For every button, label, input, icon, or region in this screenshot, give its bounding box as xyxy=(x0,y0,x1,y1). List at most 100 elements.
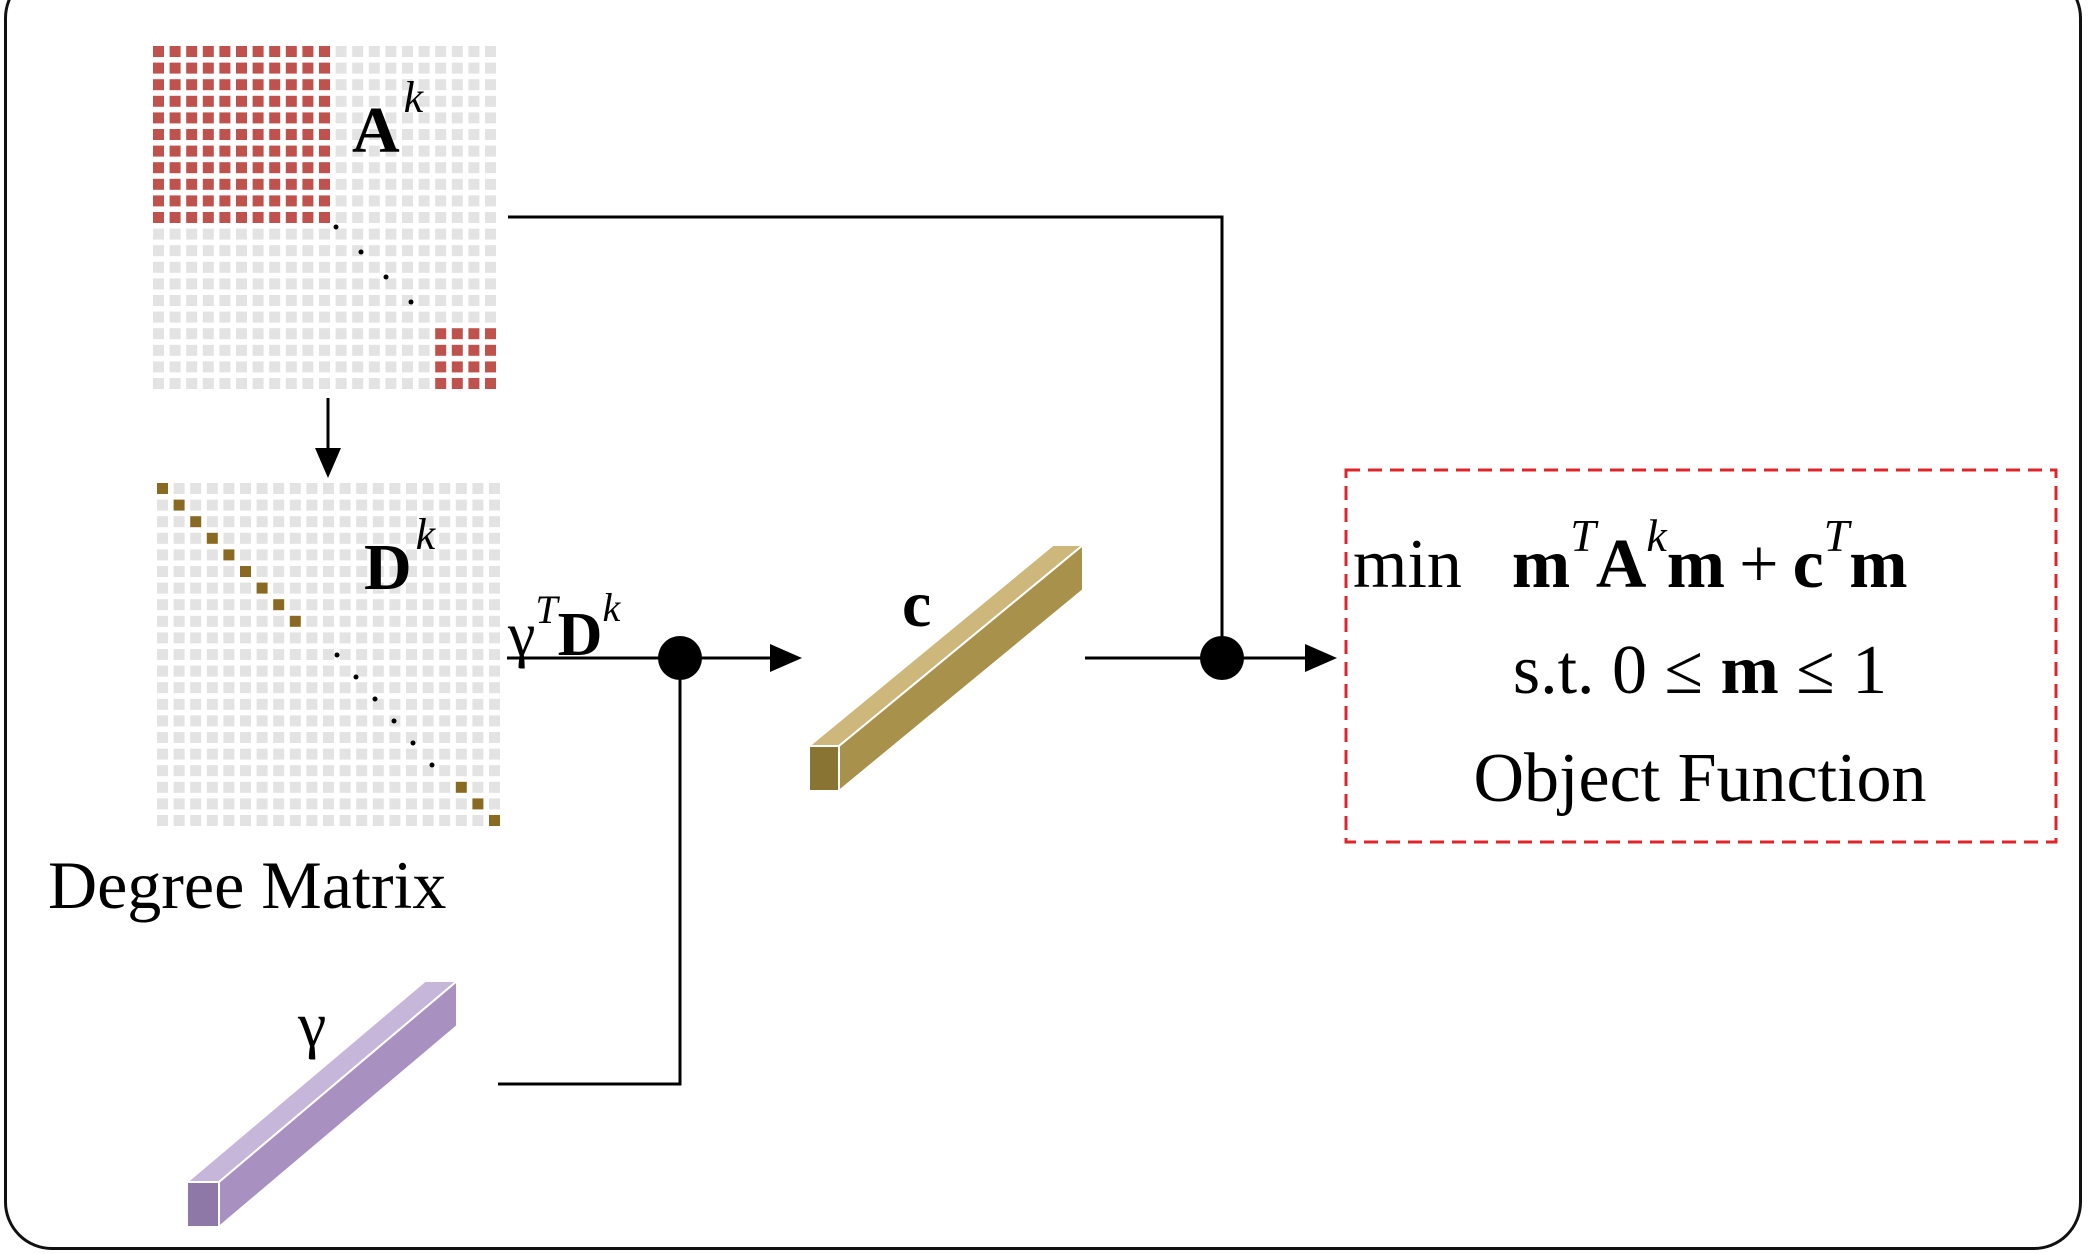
matrix-a-block-cell xyxy=(285,46,297,57)
matrix-a-cell xyxy=(418,278,430,290)
matrix-d-cell xyxy=(339,615,351,627)
matrix-d-cell xyxy=(406,483,417,494)
matrix-d-cell xyxy=(273,516,285,528)
matrix-d-cell xyxy=(256,649,268,660)
matrix-a-cell xyxy=(335,95,347,107)
matrix-d-cell xyxy=(356,483,368,494)
matrix-a-cell xyxy=(485,261,496,273)
matrix-d-cell xyxy=(422,615,434,627)
matrix-a-cell xyxy=(368,129,380,140)
matrix-a-cell xyxy=(302,361,314,373)
matrix-d-cell xyxy=(223,698,235,710)
matrix-d-cell xyxy=(372,516,384,528)
matrix-d-cell xyxy=(323,566,334,577)
matrix-a-cell xyxy=(485,129,496,140)
matrix-a-cell xyxy=(435,311,447,323)
matrix-d-cell xyxy=(439,665,451,677)
matrix-a-cell xyxy=(451,112,463,124)
matrix-d-cell xyxy=(190,698,202,710)
matrix-a-cell xyxy=(402,295,413,306)
matrix-a-cell xyxy=(418,112,430,124)
matrix-d-cell xyxy=(306,615,318,627)
matrix-d-cell xyxy=(306,499,318,511)
matrix-a-cell xyxy=(451,178,463,190)
matrix-a-cell xyxy=(451,245,463,257)
matrix-a-cell xyxy=(368,162,380,174)
matrix-a-cell xyxy=(186,245,198,257)
matrix-d-cell xyxy=(223,665,235,677)
matrix-d-cell xyxy=(273,632,285,644)
matrix-a-block-cell xyxy=(435,378,447,389)
matrix-d-cell xyxy=(306,815,318,826)
matrix-a-block-cell xyxy=(186,112,198,124)
matrix-d-cell xyxy=(339,549,351,561)
matrix-a-cell xyxy=(252,278,264,290)
matrix-a-block-cell xyxy=(202,178,214,190)
matrix-d-cell xyxy=(240,781,251,793)
matrix-d-cell xyxy=(356,632,368,644)
matrix-a-cell xyxy=(418,311,430,323)
matrix-d-cell xyxy=(173,566,185,577)
matrix-d-cell xyxy=(422,815,434,826)
matrix-d-diagonal-cell xyxy=(455,781,467,793)
matrix-d-cell xyxy=(306,765,318,777)
matrix-a-cell xyxy=(435,278,447,290)
matrix-a-cell xyxy=(269,261,281,273)
matrix-d-cell xyxy=(406,698,417,710)
matrix-a-block-cell xyxy=(202,195,214,207)
matrix-d-cell xyxy=(273,649,285,660)
matrix-a-cell xyxy=(202,344,214,356)
matrix-d-cell xyxy=(472,599,484,611)
matrix-d-cell xyxy=(323,582,334,594)
matrix-d-cell xyxy=(240,632,251,644)
matrix-a-cell xyxy=(368,378,380,389)
matrix-a-cell xyxy=(302,228,314,240)
matrix-a-block-cell xyxy=(169,95,181,107)
matrix-a-block-cell xyxy=(153,178,164,190)
matrix-a-block-cell xyxy=(186,95,198,107)
matrix-d-cell xyxy=(372,798,384,810)
matrix-d-cell xyxy=(455,582,467,594)
matrix-a-cell xyxy=(285,361,297,373)
matrix-d-cell xyxy=(489,765,500,777)
matrix-d-cell xyxy=(173,815,185,826)
matrix-a-block-cell xyxy=(219,212,231,223)
matrix-d-cell xyxy=(273,815,285,826)
matrix-d-cell xyxy=(455,682,467,694)
matrix-d-cell xyxy=(190,665,202,677)
matrix-d-cell xyxy=(389,698,401,710)
matrix-a-cell xyxy=(202,278,214,290)
matrix-d-cell xyxy=(323,781,334,793)
matrix-a-block-cell xyxy=(202,129,214,140)
matrix-d-dots xyxy=(334,652,435,768)
matrix-a-cell xyxy=(153,378,164,389)
matrix-a-block-cell xyxy=(169,79,181,91)
matrix-a-cell xyxy=(252,245,264,257)
matrix-a-block-cell xyxy=(302,95,314,107)
matrix-d-cell xyxy=(372,615,384,627)
matrix-d-cell xyxy=(406,516,417,528)
matrix-d-cell xyxy=(339,698,351,710)
matrix-a-cell xyxy=(335,162,347,174)
matrix-a-block-cell xyxy=(219,195,231,207)
matrix-a-block-cell xyxy=(269,145,281,157)
matrix-d-cell xyxy=(223,765,235,777)
matrix-d-cell xyxy=(173,615,185,627)
matrix-d-cell xyxy=(206,599,218,611)
matrix-d-cell xyxy=(356,615,368,627)
matrix-a-cell xyxy=(451,195,463,207)
matrix-a-cell xyxy=(285,344,297,356)
matrix-d-cell xyxy=(455,798,467,810)
matrix-d-cell xyxy=(289,815,301,826)
matrix-d-cell xyxy=(240,698,251,710)
matrix-a-cell xyxy=(418,245,430,257)
matrix-d-cell xyxy=(157,781,168,793)
matrix-a-cell xyxy=(468,245,480,257)
matrix-d-cell xyxy=(289,798,301,810)
matrix-d-cell xyxy=(223,715,235,727)
matrix-d-cell xyxy=(190,715,202,727)
matrix-d-cell xyxy=(289,698,301,710)
matrix-a-block-cell xyxy=(285,212,297,223)
matrix-a-cell xyxy=(153,278,164,290)
matrix-d-cell xyxy=(439,682,451,694)
